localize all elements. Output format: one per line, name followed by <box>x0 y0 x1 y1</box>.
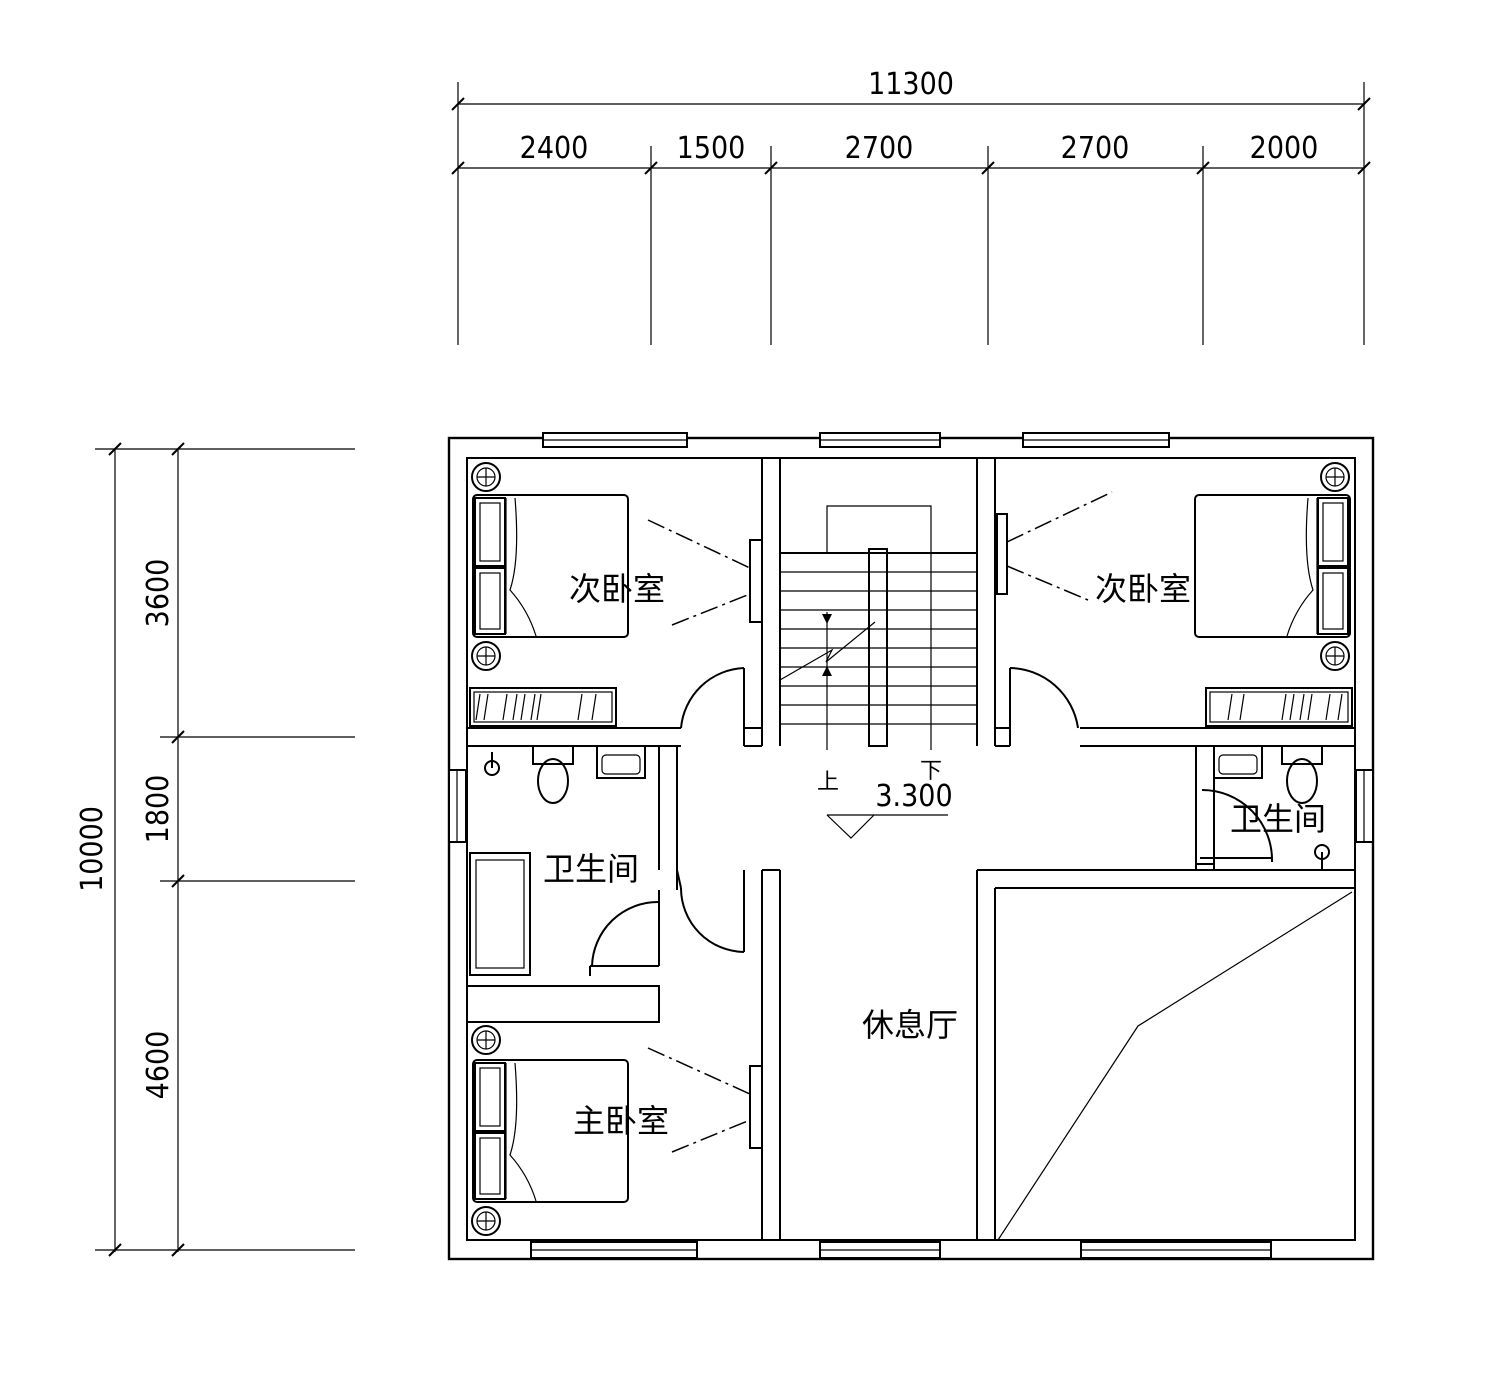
floor-drain-icon <box>1314 844 1330 870</box>
left-total-dimension: 10000 <box>75 806 110 892</box>
bed-upper-left <box>472 494 629 638</box>
top-dimension-4: 2700 <box>1061 131 1130 166</box>
stair-down-label: 下 <box>920 759 942 784</box>
left-dimension-lines <box>95 442 355 1257</box>
wardrobe-upper-right <box>1205 687 1353 727</box>
tv-upper-right <box>996 491 1113 601</box>
toilet-icon <box>1281 745 1323 804</box>
lamp-icon <box>471 462 501 671</box>
top-total-dimension: 11300 <box>868 67 954 102</box>
interior-walls <box>466 458 1355 1240</box>
lamp-icon <box>471 1025 501 1236</box>
stair-up-label: 上 <box>817 770 839 795</box>
tv-master <box>647 1047 763 1153</box>
top-dimension-5: 2000 <box>1250 131 1319 166</box>
level-marker-icon <box>826 814 948 839</box>
wardrobe-upper-left <box>469 687 617 727</box>
left-dimension-3: 4600 <box>141 1031 176 1100</box>
left-dimension-2: 1800 <box>141 775 176 844</box>
top-dimension-3: 2700 <box>845 131 914 166</box>
room-label-master-bedroom: 主卧室 <box>573 1102 669 1140</box>
top-dimension-lines <box>451 82 1371 345</box>
toilet-icon <box>532 745 574 804</box>
staircase <box>779 505 977 750</box>
room-label-bathroom-right: 卫生间 <box>1230 800 1326 838</box>
left-dimension-1: 3600 <box>141 559 176 628</box>
windows <box>448 432 1374 1259</box>
sink-icon <box>1213 745 1263 779</box>
tv-upper-left <box>647 519 763 626</box>
top-dimension-1: 2400 <box>520 131 589 166</box>
doors <box>589 667 1274 976</box>
lamp-icon <box>1320 462 1350 671</box>
roof-terrace <box>997 891 1353 1241</box>
bed-master <box>472 1059 629 1203</box>
floor-drain-icon <box>484 752 500 776</box>
room-label-lounge: 休息厅 <box>862 1006 958 1044</box>
bed-upper-right <box>1194 494 1351 638</box>
level-elevation: 3.300 <box>875 779 952 814</box>
room-label-secondary-bedroom-left: 次卧室 <box>569 570 665 608</box>
bathtub <box>469 852 531 976</box>
room-label-bathroom-left: 卫生间 <box>543 850 639 888</box>
room-label-secondary-bedroom-right: 次卧室 <box>1095 570 1191 608</box>
top-dimension-2: 1500 <box>677 131 746 166</box>
sink-icon <box>596 745 646 779</box>
